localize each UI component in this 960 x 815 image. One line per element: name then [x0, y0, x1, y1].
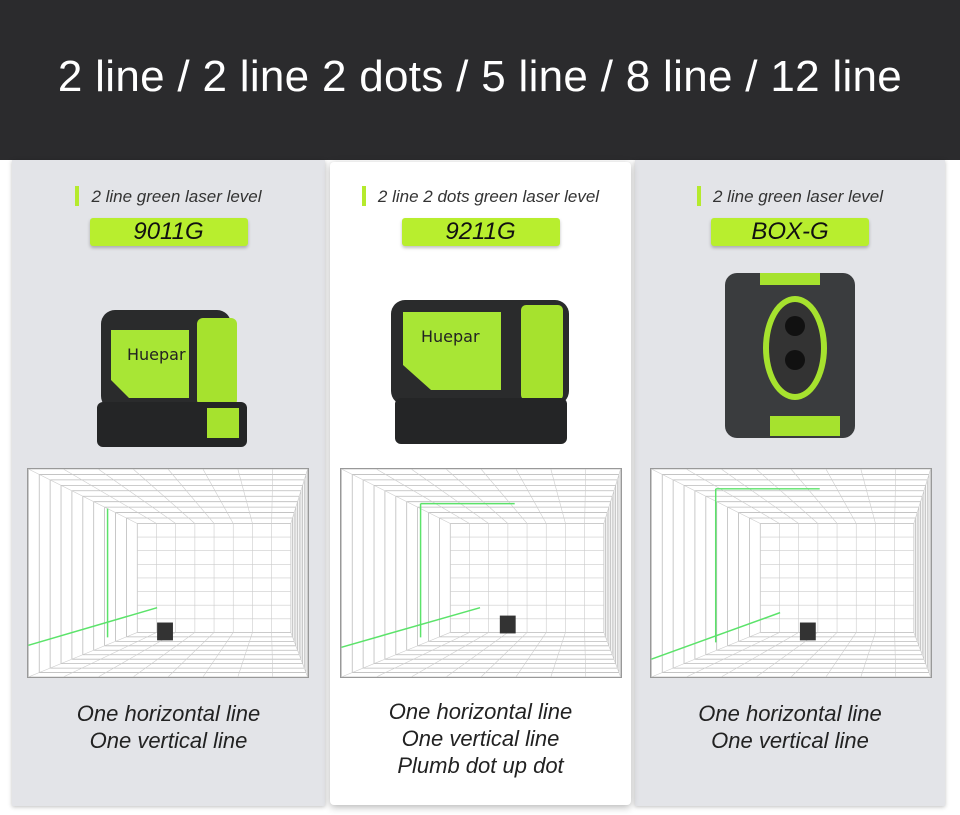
laser-level-image — [725, 273, 855, 438]
feature-line: One horizontal line — [76, 701, 261, 726]
feature-line: Plumb dot up dot — [397, 753, 564, 778]
product-card-9211g: 2 line 2 dots green laser level 9211G Hu… — [330, 162, 631, 805]
laser-device-mark — [499, 615, 516, 634]
laser-device-mark — [799, 622, 816, 641]
laser-room-diagram — [650, 468, 932, 678]
accent-bar — [696, 186, 701, 206]
laser-level-image: Huepar — [96, 310, 247, 447]
laser-device-mark — [157, 622, 173, 641]
laser-room-diagram — [27, 468, 309, 678]
feature-list: One horizontal line One vertical line — [12, 700, 325, 754]
accent-bar — [361, 186, 366, 206]
product-card-9011g: 2 line green laser level 9011G Huepar On… — [12, 160, 325, 806]
product-subtitle: 2 line 2 dots green laser level — [377, 187, 600, 206]
svg-text:Huepar: Huepar — [421, 327, 480, 346]
header-band: 2 line / 2 line 2 dots / 5 line / 8 line… — [0, 0, 960, 160]
accent-bar — [75, 186, 80, 206]
feature-list: One horizontal line One vertical line — [635, 700, 945, 754]
page-title: 2 line / 2 line 2 dots / 5 line / 8 line… — [57, 52, 903, 101]
laser-level-image: Huepar — [390, 300, 569, 444]
model-badge: 9211G — [401, 218, 560, 246]
feature-line: One horizontal line — [388, 699, 573, 724]
feature-line: One horizontal line — [698, 701, 882, 726]
laser-room-diagram — [340, 468, 622, 678]
model-badge: 9011G — [89, 218, 248, 246]
feature-line: One vertical line — [401, 726, 560, 751]
feature-list: One horizontal line One vertical line Pl… — [330, 698, 631, 779]
feature-line: One vertical line — [89, 728, 248, 753]
product-subtitle: 2 line green laser level — [712, 187, 884, 206]
brand-logo: Huepar — [127, 345, 186, 364]
product-subtitle: 2 line green laser level — [91, 187, 262, 206]
model-badge: BOX-G — [711, 218, 869, 246]
product-card-box-g: 2 line green laser level BOX-G One horiz… — [635, 160, 945, 806]
feature-line: One vertical line — [711, 728, 869, 753]
